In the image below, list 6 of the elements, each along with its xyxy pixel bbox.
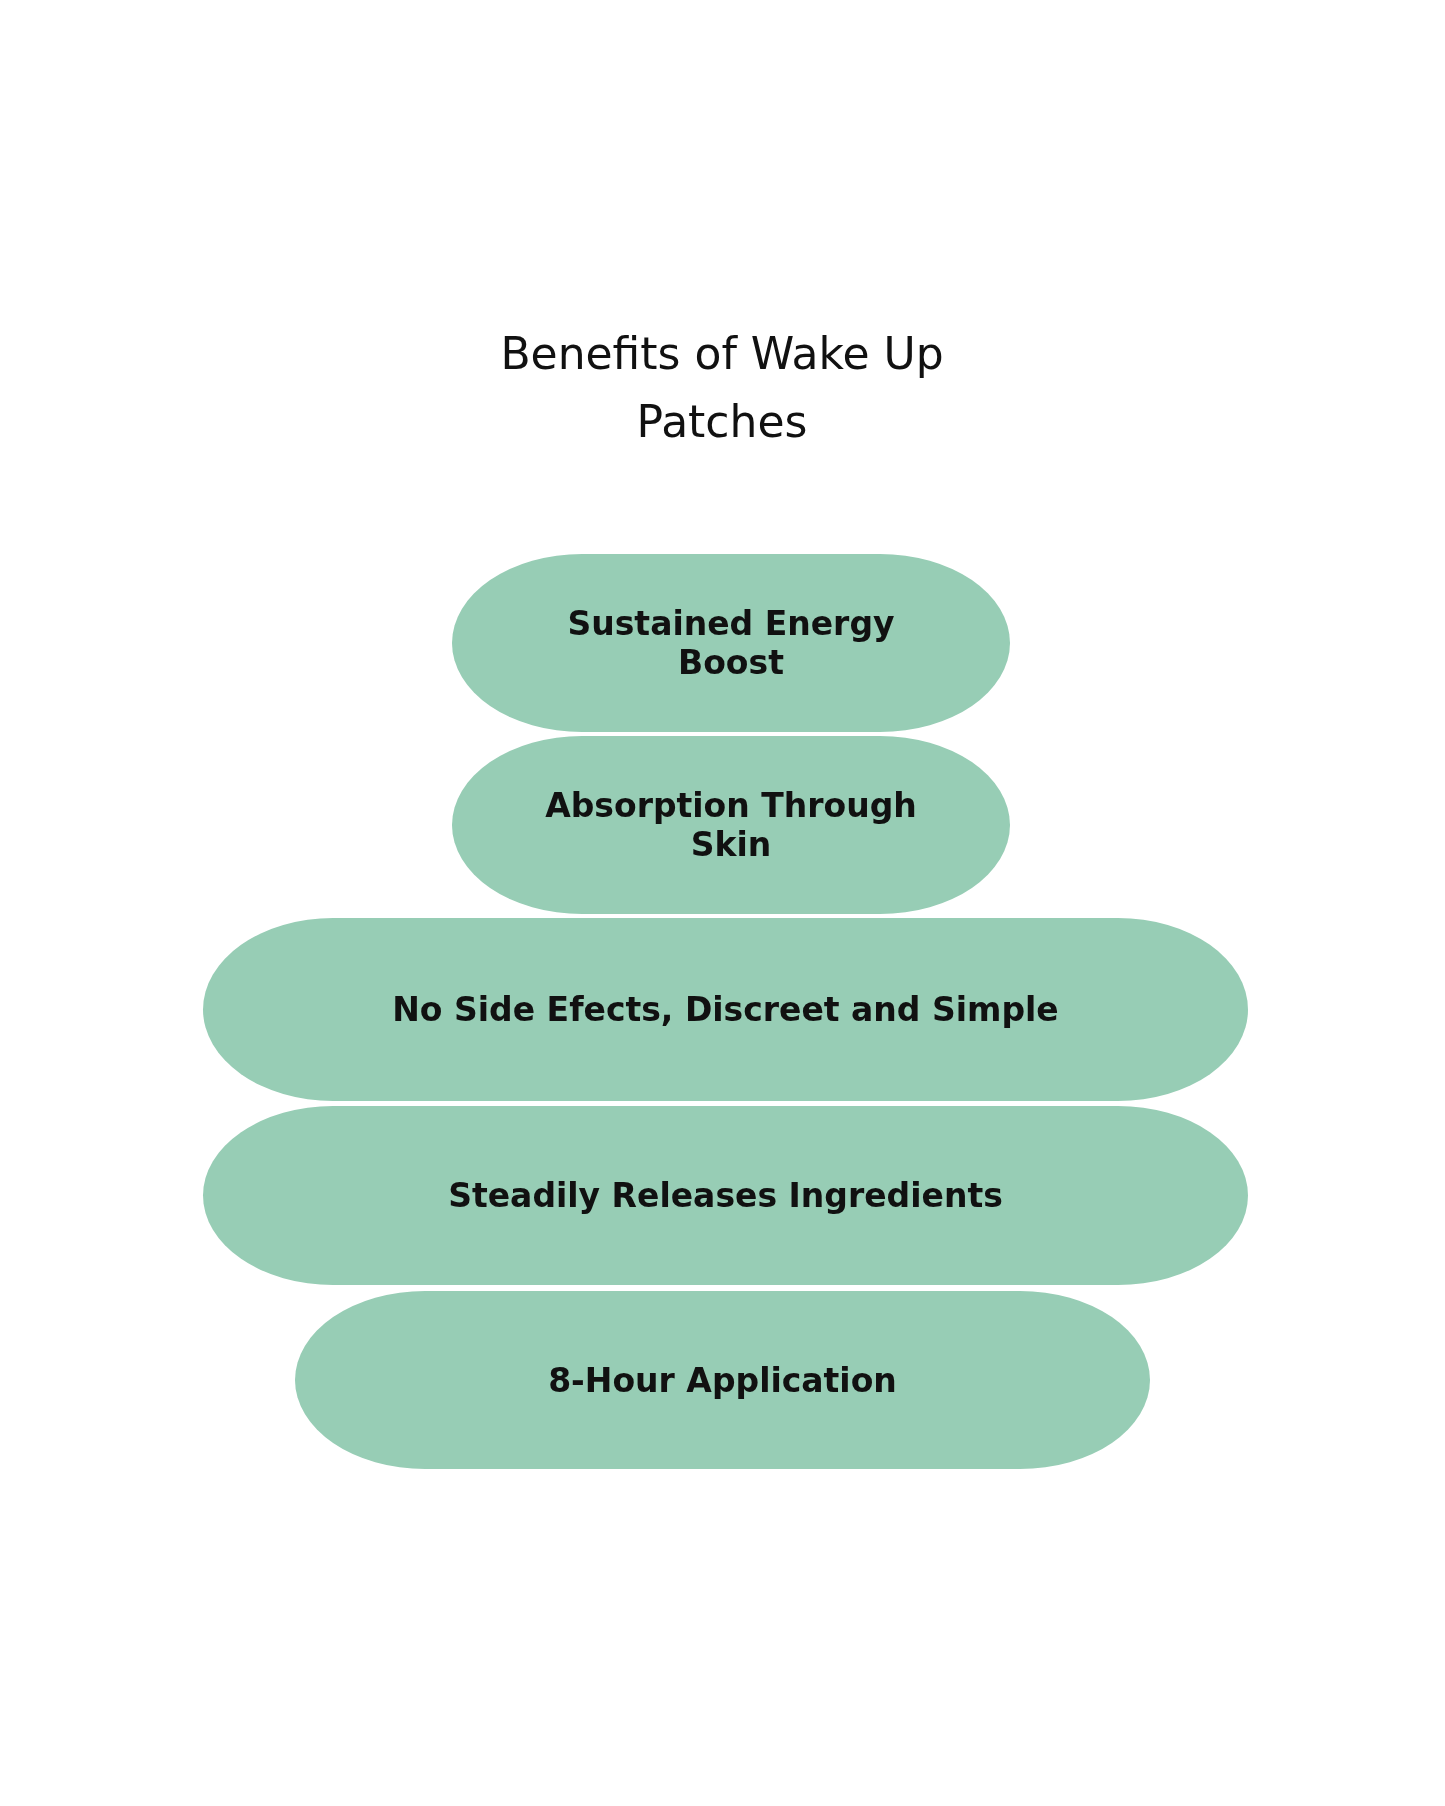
benefit-label: No Side Efects, Discreet and Simple [392, 990, 1059, 1029]
benefit-label: Steadily Releases Ingredients [448, 1176, 1003, 1215]
benefit-label: Absorption Through Skin [544, 786, 918, 864]
title: Benefits of Wake Up Patches [499, 327, 945, 449]
benefit-label: 8-Hour Application [548, 1360, 897, 1400]
benefit-label: Sustained Energy Boost [566, 604, 896, 682]
